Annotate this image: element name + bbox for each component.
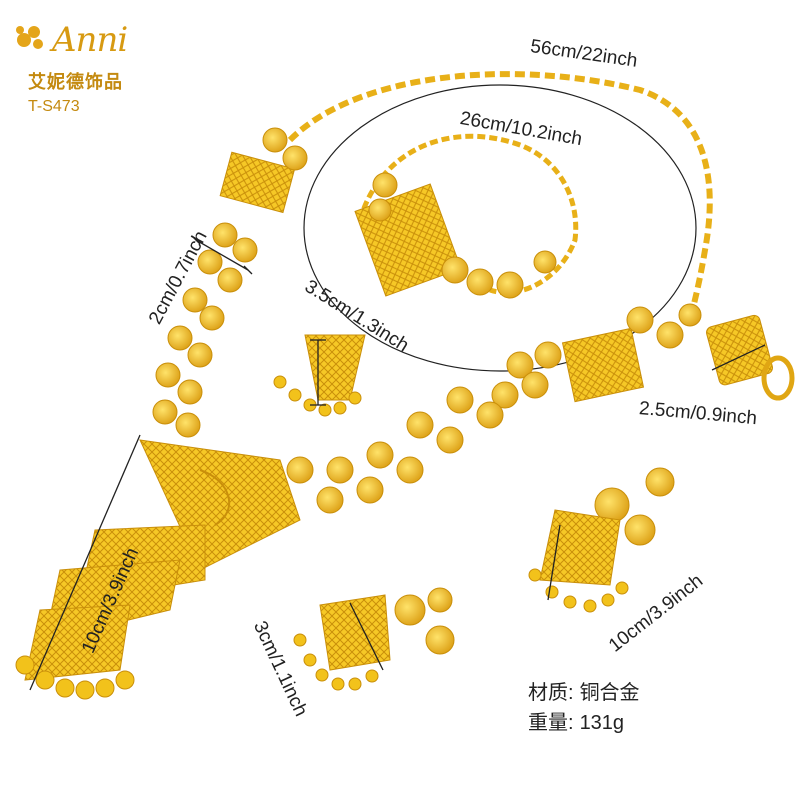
weight-value: 131g [579,712,625,734]
small-pendant [273,334,366,417]
necklace-right-links [286,303,702,514]
brand-logo [10,8,130,118]
material-value: 铜合金 [579,682,640,704]
bracelet [354,133,579,299]
flower-icon [16,26,43,49]
brand-chinese-name: 艾妮德饰品 [28,72,123,92]
right-earring [528,467,675,613]
large-pendant [15,439,301,700]
material-label: 材质: [528,682,574,704]
weight-label: 重量: [528,712,574,734]
weight-row: 重量:131g [528,706,624,735]
necklace-left-links [152,127,308,438]
necklace-chain [287,71,713,321]
left-earring [293,587,455,691]
ring [706,314,795,401]
measurement-lines [29,235,766,691]
brand-script-name: Anni [52,20,128,60]
product-code: T-S473 [28,98,80,115]
bracelet-outline [303,84,697,372]
material-row: 材质:铜合金 [528,676,640,705]
